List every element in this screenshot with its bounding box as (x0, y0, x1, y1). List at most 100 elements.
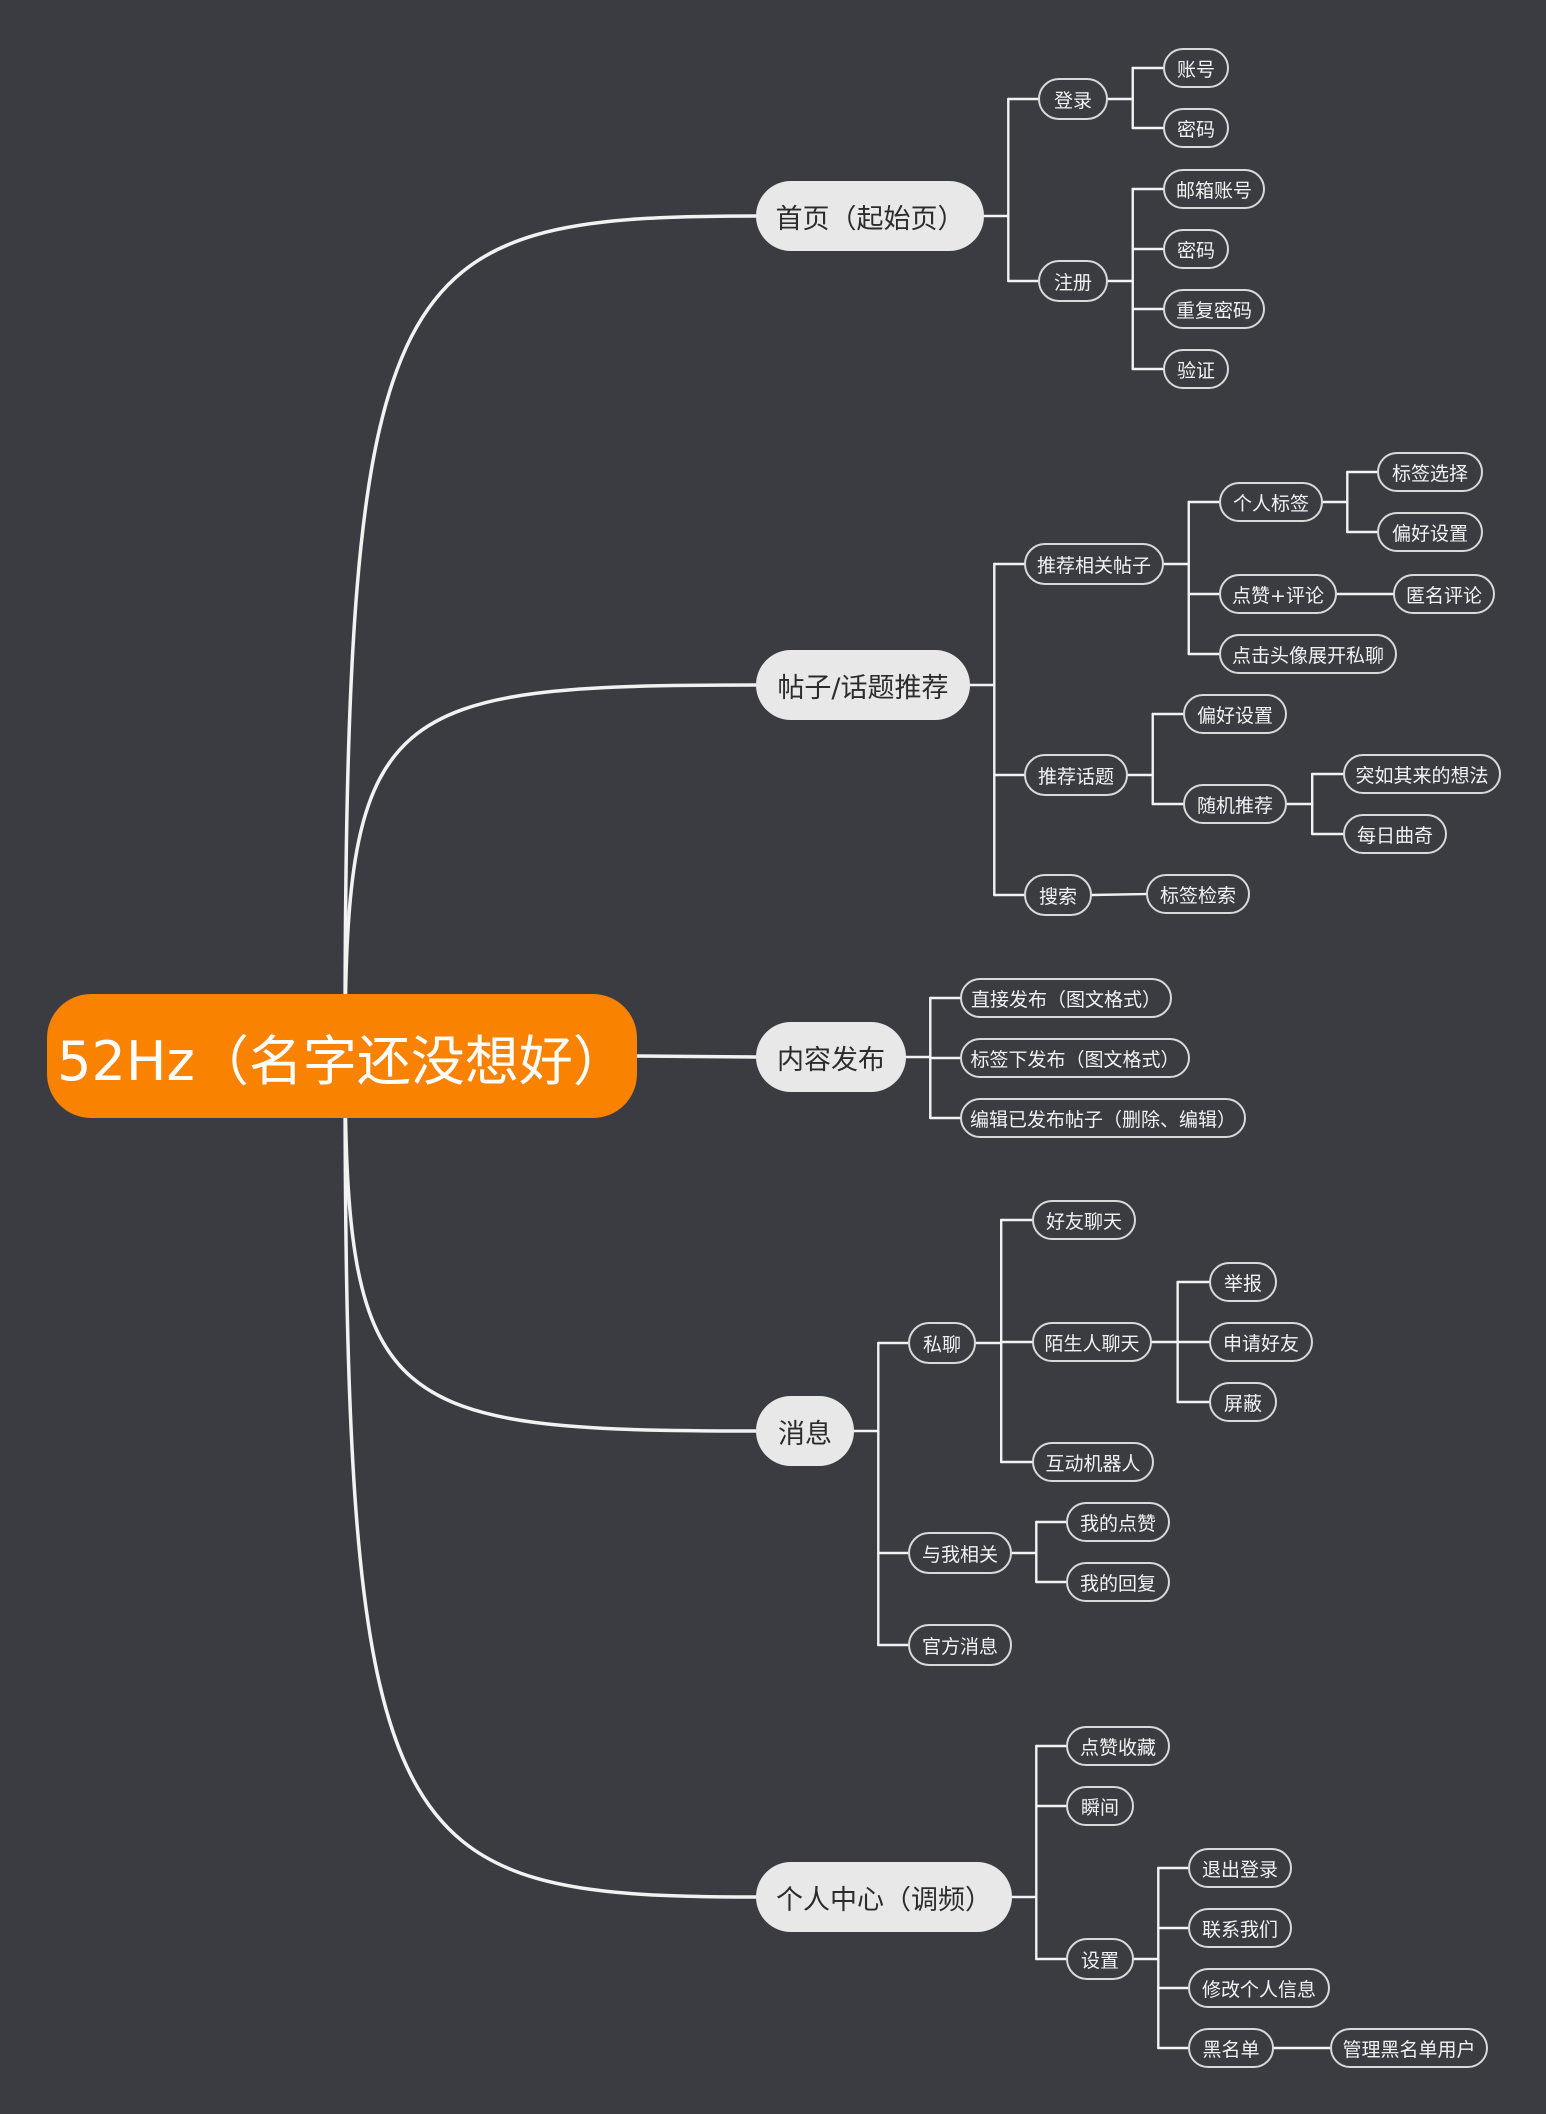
topic-label: 偏好设置 (1196, 704, 1273, 727)
topic-label: 我的回复 (1079, 1572, 1156, 1595)
topic-label: 推荐相关帖子 (1036, 554, 1151, 577)
topic-label: 52Hz（名字还没想好） (57, 1029, 627, 1093)
topic-node-b4a2c[interactable]: 屏蔽 (1209, 1382, 1277, 1422)
topic-node-b2b2a[interactable]: 突如其来的想法 (1343, 754, 1501, 794)
topic-node-b3a[interactable]: 直接发布（图文格式） (960, 978, 1172, 1018)
topic-node-b2a1[interactable]: 个人标签 (1219, 482, 1323, 522)
topic-label: 点赞+评论 (1232, 584, 1324, 607)
topic-label: 偏好设置 (1391, 522, 1468, 545)
topic-label: 管理黑名单用户 (1342, 2038, 1476, 2061)
topic-node-b5c4a[interactable]: 管理黑名单用户 (1330, 2028, 1488, 2068)
topic-node-b2b2[interactable]: 随机推荐 (1183, 784, 1287, 824)
topic-label: 推荐话题 (1037, 765, 1114, 788)
topic-label: 编辑已发布帖子（删除、编辑） (969, 1108, 1236, 1131)
topic-node-b2a1b[interactable]: 偏好设置 (1377, 512, 1483, 552)
topic-label: 我的点赞 (1079, 1512, 1156, 1535)
topic-label: 验证 (1176, 359, 1215, 382)
topic-label: 注册 (1053, 271, 1092, 294)
topic-label: 点赞收藏 (1079, 1736, 1156, 1759)
topic-node-b1b2[interactable]: 密码 (1163, 229, 1229, 269)
topic-node-b5[interactable]: 个人中心（调频） (756, 1862, 1012, 1932)
topic-node-b4b2[interactable]: 我的回复 (1066, 1562, 1170, 1602)
topic-node-b1a1[interactable]: 账号 (1163, 48, 1229, 88)
root-link-b3 (635, 1054, 758, 1059)
topic-node-b2b2b[interactable]: 每日曲奇 (1343, 814, 1447, 854)
topic-node-b1b[interactable]: 注册 (1038, 260, 1108, 302)
topic-node-b3[interactable]: 内容发布 (756, 1022, 906, 1092)
topic-label: 每日曲奇 (1356, 824, 1433, 847)
topic-node-b5c3[interactable]: 修改个人信息 (1188, 1968, 1330, 2008)
topic-label: 瞬间 (1080, 1796, 1119, 1819)
topic-label: 申请好友 (1222, 1332, 1299, 1355)
topic-label: 黑名单 (1202, 2038, 1260, 2061)
topic-node-b1a2[interactable]: 密码 (1163, 108, 1229, 148)
topic-node-b4a[interactable]: 私聊 (908, 1322, 976, 1364)
topic-node-b5c1[interactable]: 退出登录 (1188, 1848, 1292, 1888)
topic-label: 消息 (778, 1418, 832, 1450)
topic-label: 直接发布（图文格式） (970, 988, 1161, 1011)
topic-node-b4a2b[interactable]: 申请好友 (1209, 1322, 1313, 1362)
topic-node-b1a[interactable]: 登录 (1038, 78, 1108, 120)
topic-node-b2[interactable]: 帖子/话题推荐 (756, 650, 970, 720)
root-link-b5 (343, 1054, 758, 1899)
topic-node-b1b1[interactable]: 邮箱账号 (1163, 169, 1265, 209)
topic-label: 屏蔽 (1223, 1392, 1262, 1415)
topic-label: 账号 (1176, 58, 1215, 81)
topic-label: 个人标签 (1232, 492, 1309, 515)
topic-node-b5c2[interactable]: 联系我们 (1188, 1908, 1292, 1948)
link-b2c (1090, 892, 1148, 897)
topic-node-b1[interactable]: 首页（起始页） (756, 181, 984, 251)
topic-node-b4a2a[interactable]: 举报 (1209, 1262, 1277, 1302)
topic-node-b4b[interactable]: 与我相关 (908, 1532, 1012, 1574)
topic-node-b3c[interactable]: 编辑已发布帖子（删除、编辑） (960, 1098, 1246, 1138)
topic-node-b4[interactable]: 消息 (756, 1396, 854, 1466)
topic-label: 联系我们 (1201, 1918, 1278, 1941)
topic-label: 举报 (1223, 1272, 1262, 1295)
topic-node-b2a[interactable]: 推荐相关帖子 (1024, 543, 1164, 585)
topic-node-b4b1[interactable]: 我的点赞 (1066, 1502, 1170, 1542)
topic-label: 互动机器人 (1045, 1452, 1141, 1475)
topic-node-b4c[interactable]: 官方消息 (908, 1624, 1012, 1666)
topic-node-b2c1[interactable]: 标签检索 (1146, 874, 1250, 914)
topic-node-b4a2[interactable]: 陌生人聊天 (1032, 1322, 1152, 1362)
topic-node-b5c[interactable]: 设置 (1066, 1938, 1134, 1980)
topic-node-b3b[interactable]: 标签下发布（图文格式） (960, 1038, 1190, 1078)
root-topic-node[interactable]: 52Hz（名字还没想好） (47, 994, 637, 1118)
topic-node-b2a2[interactable]: 点赞+评论 (1219, 574, 1337, 614)
topic-label: 修改个人信息 (1201, 1978, 1316, 2001)
topic-node-b2b[interactable]: 推荐话题 (1024, 754, 1128, 796)
topic-label: 突如其来的想法 (1355, 764, 1489, 787)
topic-node-b2c[interactable]: 搜索 (1024, 874, 1092, 916)
topic-label: 重复密码 (1175, 299, 1252, 322)
root-link-b2 (343, 683, 758, 1058)
topic-node-b5b[interactable]: 瞬间 (1066, 1786, 1134, 1826)
topic-label: 官方消息 (921, 1635, 998, 1658)
topic-label: 陌生人聊天 (1044, 1332, 1140, 1355)
topic-label: 标签下发布（图文格式） (970, 1048, 1180, 1071)
topic-label: 好友聊天 (1045, 1210, 1122, 1233)
topic-label: 密码 (1176, 118, 1215, 141)
topic-label: 首页（起始页） (775, 203, 965, 235)
topic-label: 搜索 (1038, 885, 1077, 908)
topic-label: 与我相关 (921, 1543, 998, 1566)
topic-node-b1b3[interactable]: 重复密码 (1163, 289, 1265, 329)
topic-node-b2a2a[interactable]: 匿名评论 (1393, 574, 1495, 614)
topic-label: 标签选择 (1391, 462, 1468, 485)
topic-node-b5c4[interactable]: 黑名单 (1188, 2028, 1274, 2068)
topic-label: 内容发布 (777, 1044, 885, 1076)
topic-label: 匿名评论 (1405, 584, 1482, 607)
topic-label: 设置 (1080, 1949, 1119, 1972)
root-link-b4 (343, 1054, 758, 1433)
topic-label: 标签检索 (1159, 884, 1236, 907)
topic-node-b2a3[interactable]: 点击头像展开私聊 (1219, 634, 1397, 674)
topic-label: 退出登录 (1201, 1858, 1278, 1881)
topic-node-b2a1a[interactable]: 标签选择 (1377, 452, 1483, 492)
topic-node-b2b1[interactable]: 偏好设置 (1183, 694, 1287, 734)
topic-node-b1b4[interactable]: 验证 (1163, 349, 1229, 389)
topic-node-b4a1[interactable]: 好友聊天 (1032, 1200, 1136, 1240)
topic-node-b5a[interactable]: 点赞收藏 (1066, 1726, 1170, 1766)
topic-node-b4a3[interactable]: 互动机器人 (1032, 1442, 1154, 1482)
topic-label: 私聊 (922, 1333, 961, 1356)
